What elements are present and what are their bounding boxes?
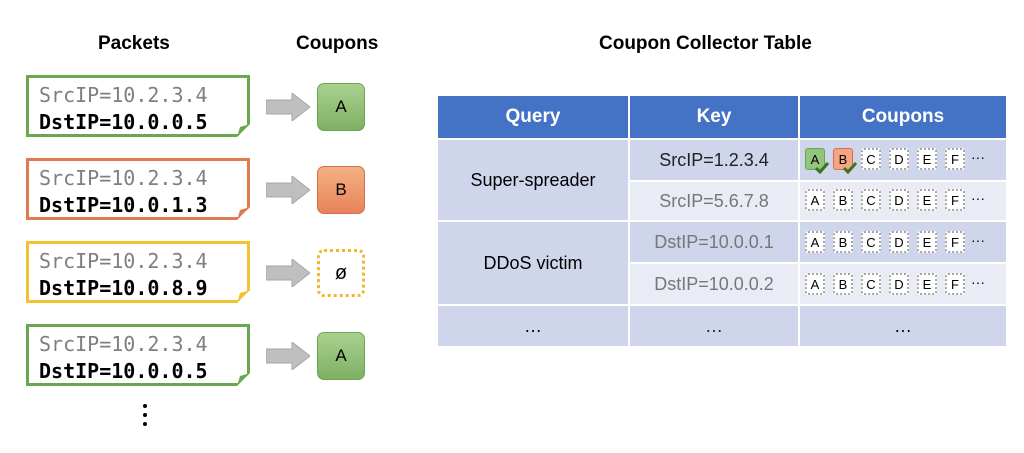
coupon-ellipsis: ··· [971,274,985,290]
checkmark-icon [815,162,829,174]
arrow-icon [266,93,310,121]
coupon-slot-a: A [805,231,825,253]
coupon-empty: ø [317,249,365,297]
query-cell: DDoS victim [438,222,628,304]
coupon-slot-d: D [889,148,909,170]
query-cell: … [438,306,628,346]
key-cell: … [630,306,798,346]
coupon-slot-f: F [945,231,965,253]
packet-dst: DstIP=10.0.8.9 [39,276,208,300]
page-fold-icon [237,290,250,303]
coupon-slot-f: F [945,189,965,211]
coupon-slot-e: E [917,189,937,211]
arrow-icon [266,259,310,287]
coupon-slot-c: C [861,231,881,253]
page-fold-icon [237,124,250,137]
key-cell: SrcIP=5.6.7.8 [630,182,798,220]
packet-src: SrcIP=10.2.3.4 [39,332,208,356]
coupon-slot-c: C [861,148,881,170]
packet-src: SrcIP=10.2.3.4 [39,249,208,273]
coupon-slot-c: C [861,273,881,295]
coupon-b: B [317,166,365,214]
arrow-icon [266,342,310,370]
coupon-slot-f: F [945,148,965,170]
page-fold-icon [237,207,250,220]
table-title: Coupon Collector Table [599,33,812,54]
arrow-icon [266,176,310,204]
coupon-slot-b: B [833,189,853,211]
coupon-slot-b: B [833,231,853,253]
coupon-slot-d: D [889,189,909,211]
coupons-header: Coupons [296,33,379,54]
packet-1: SrcIP=10.2.3.4 DstIP=10.0.0.5 [26,75,250,137]
packet-3: SrcIP=10.2.3.4 DstIP=10.0.8.9 [26,241,250,303]
col-header-coupons: Coupons [800,96,1006,138]
more-packets-ellipsis [140,404,150,431]
coupon-slot-e: E [917,148,937,170]
packet-2: SrcIP=10.2.3.4 DstIP=10.0.1.3 [26,158,250,220]
key-cell: SrcIP=1.2.3.4 [630,140,798,180]
coupon-slot-e: E [917,231,937,253]
packet-dst: DstIP=10.0.1.3 [39,193,208,217]
packet-src: SrcIP=10.2.3.4 [39,166,208,190]
packet-dst: DstIP=10.0.0.5 [39,110,208,134]
query-cell: Super-spreader [438,140,628,220]
coupon-slot-a: A [805,148,825,170]
col-header-key: Key [630,96,798,138]
coupon-slot-a: A [805,189,825,211]
packet-src: SrcIP=10.2.3.4 [39,83,208,107]
coupon-slot-b: B [833,273,853,295]
packet-dst: DstIP=10.0.0.5 [39,359,208,383]
coupon-slot-d: D [889,231,909,253]
coupon-ellipsis: ··· [971,190,985,206]
coupon-slot-f: F [945,273,965,295]
coupon-slot-b: B [833,148,853,170]
coupon-a: A [317,332,365,380]
packets-header: Packets [98,33,170,54]
coupon-a: A [317,83,365,131]
col-header-query: Query [438,96,628,138]
page-fold-icon [237,373,250,386]
coupon-slot-d: D [889,273,909,295]
coupons-cell: … [800,306,1006,346]
coupon-slot-e: E [917,273,937,295]
coupon-slot-a: A [805,273,825,295]
coupon-ellipsis: ··· [971,149,985,165]
checkmark-icon [843,162,857,174]
key-cell: DstIP=10.0.0.2 [630,264,798,304]
key-cell: DstIP=10.0.0.1 [630,222,798,262]
coupon-slot-c: C [861,189,881,211]
packet-4: SrcIP=10.2.3.4 DstIP=10.0.0.5 [26,324,250,386]
coupon-ellipsis: ··· [971,232,985,248]
